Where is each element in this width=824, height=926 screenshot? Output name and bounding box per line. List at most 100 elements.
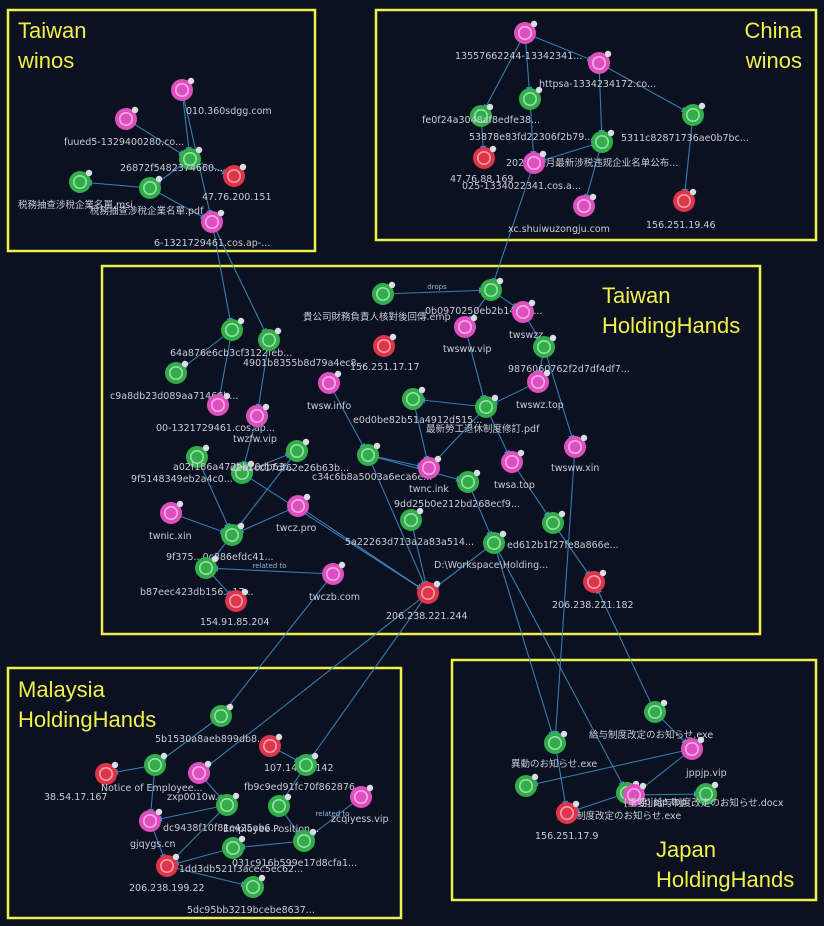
graph-node-file[interactable] xyxy=(165,360,189,384)
graph-node-file[interactable] xyxy=(400,507,424,531)
graph-node-file[interactable] xyxy=(542,510,566,534)
node-domain-icon xyxy=(523,152,545,174)
graph-node-file[interactable] xyxy=(286,438,310,462)
graph-node-domain[interactable] xyxy=(523,150,547,174)
graph-node-file[interactable] xyxy=(231,460,255,484)
graph-node-file[interactable] xyxy=(268,793,292,817)
graph-node-file[interactable] xyxy=(470,103,494,127)
graph-node-file[interactable] xyxy=(139,175,163,199)
node-domain-icon xyxy=(454,316,476,338)
node-label: [重要] 給与制度改定のお知らせ.docx xyxy=(624,797,784,809)
graph-node-file[interactable] xyxy=(222,835,246,859)
graph-node-domain[interactable] xyxy=(623,782,647,806)
graph-node-file[interactable] xyxy=(179,146,203,170)
node-file-icon xyxy=(268,795,290,817)
graph-node-domain[interactable] xyxy=(512,299,536,323)
graph-node-ip[interactable] xyxy=(259,733,283,757)
graph-node-file[interactable] xyxy=(402,386,426,410)
graph-node-file[interactable] xyxy=(372,281,396,305)
graph-edge xyxy=(231,505,299,536)
graph-node-ip[interactable] xyxy=(556,800,580,824)
graph-node-domain[interactable] xyxy=(160,500,184,524)
graph-node-file[interactable] xyxy=(519,86,543,110)
graph-node-ip[interactable] xyxy=(95,761,119,785)
graph-edge xyxy=(593,581,656,713)
graph-node-file[interactable] xyxy=(475,394,499,418)
node-badge-icon xyxy=(560,730,568,738)
node-badge-icon xyxy=(181,360,189,368)
graph-node-domain[interactable] xyxy=(207,392,231,416)
graph-node-ip[interactable] xyxy=(673,188,697,212)
graph-node-file[interactable] xyxy=(695,781,719,805)
node-glyph xyxy=(263,739,277,753)
graph-node-domain[interactable] xyxy=(115,106,139,130)
graph-node-ip[interactable] xyxy=(156,853,180,877)
graph-node-file[interactable] xyxy=(242,874,266,898)
node-glyph xyxy=(175,83,189,97)
graph-node-ip[interactable] xyxy=(473,145,497,169)
node-badge-icon xyxy=(388,281,396,289)
group-title-malaysia-holdinghands: Malaysia HoldingHands xyxy=(18,677,156,732)
graph-node-domain[interactable] xyxy=(681,736,705,760)
graph-node-domain[interactable] xyxy=(246,403,270,427)
node-domain-icon xyxy=(623,784,645,806)
graph-node-ip[interactable] xyxy=(223,163,247,187)
node-file-icon xyxy=(216,794,238,816)
node-ip-icon xyxy=(95,763,117,785)
node-badge-icon xyxy=(160,752,168,760)
node-domain-icon xyxy=(139,810,161,832)
graph-node-file[interactable] xyxy=(682,102,706,126)
graph-node-ip[interactable] xyxy=(583,569,607,593)
graph-edge xyxy=(211,221,270,341)
graph-node-file[interactable] xyxy=(210,703,234,727)
graph-node-domain[interactable] xyxy=(318,370,342,394)
graph-node-domain[interactable] xyxy=(573,193,597,217)
graph-node-domain[interactable] xyxy=(139,808,163,832)
graph-node-domain[interactable] xyxy=(418,455,442,479)
graph-node-domain[interactable] xyxy=(454,314,478,338)
graph-node-file[interactable] xyxy=(644,699,668,723)
graph-node-file[interactable] xyxy=(195,555,219,579)
graph-node-domain[interactable] xyxy=(514,20,538,44)
node-label: d2a1cc17df62e26b63b... xyxy=(230,463,349,474)
graph-node-file[interactable] xyxy=(483,530,507,554)
node-badge-icon xyxy=(85,169,93,177)
graph-node-domain[interactable] xyxy=(322,561,346,585)
graph-node-domain[interactable] xyxy=(201,209,225,233)
graph-node-ip[interactable] xyxy=(225,588,249,612)
graph-node-file[interactable] xyxy=(258,327,282,351)
graph-node-ip[interactable] xyxy=(417,580,441,604)
graph-node-file[interactable] xyxy=(144,752,168,776)
graph-node-file[interactable] xyxy=(533,334,557,358)
graph-node-domain[interactable] xyxy=(564,434,588,458)
graph-node-domain[interactable] xyxy=(287,493,311,517)
node-label: zcqiyess.vip xyxy=(331,814,389,825)
graph-node-domain[interactable] xyxy=(350,784,374,808)
node-badge-icon xyxy=(223,392,231,400)
graph-node-domain[interactable] xyxy=(588,50,612,74)
node-glyph xyxy=(699,787,713,801)
graph-node-domain[interactable] xyxy=(501,449,525,473)
node-domain-icon xyxy=(115,108,137,130)
graph-node-ip[interactable] xyxy=(373,333,397,357)
graph-node-file[interactable] xyxy=(221,522,245,546)
graph-node-file[interactable] xyxy=(216,792,240,816)
node-label: 156.251.17.17 xyxy=(350,362,420,373)
graph-node-domain[interactable] xyxy=(188,760,212,784)
graph-node-file[interactable] xyxy=(591,129,615,153)
node-label: 031c916b599e17d8cfa1... xyxy=(232,858,357,869)
graph-node-file[interactable] xyxy=(295,752,319,776)
graph-node-file[interactable] xyxy=(293,828,317,852)
graph-node-domain[interactable] xyxy=(171,77,195,101)
node-label: 64a876e6cb3cf3122feb... xyxy=(170,348,292,359)
graph-node-file[interactable] xyxy=(186,444,210,468)
graph-node-file[interactable] xyxy=(221,317,245,341)
node-label: 9876060762f2d7df4df7... xyxy=(508,364,630,375)
graph-node-file[interactable] xyxy=(480,277,504,301)
graph-node-file[interactable] xyxy=(69,169,93,193)
graph-node-file[interactable] xyxy=(457,469,481,493)
graph-node-file[interactable] xyxy=(515,773,539,797)
graph-node-file[interactable] xyxy=(357,442,381,466)
graph-node-domain[interactable] xyxy=(527,369,551,393)
graph-node-file[interactable] xyxy=(544,730,568,754)
